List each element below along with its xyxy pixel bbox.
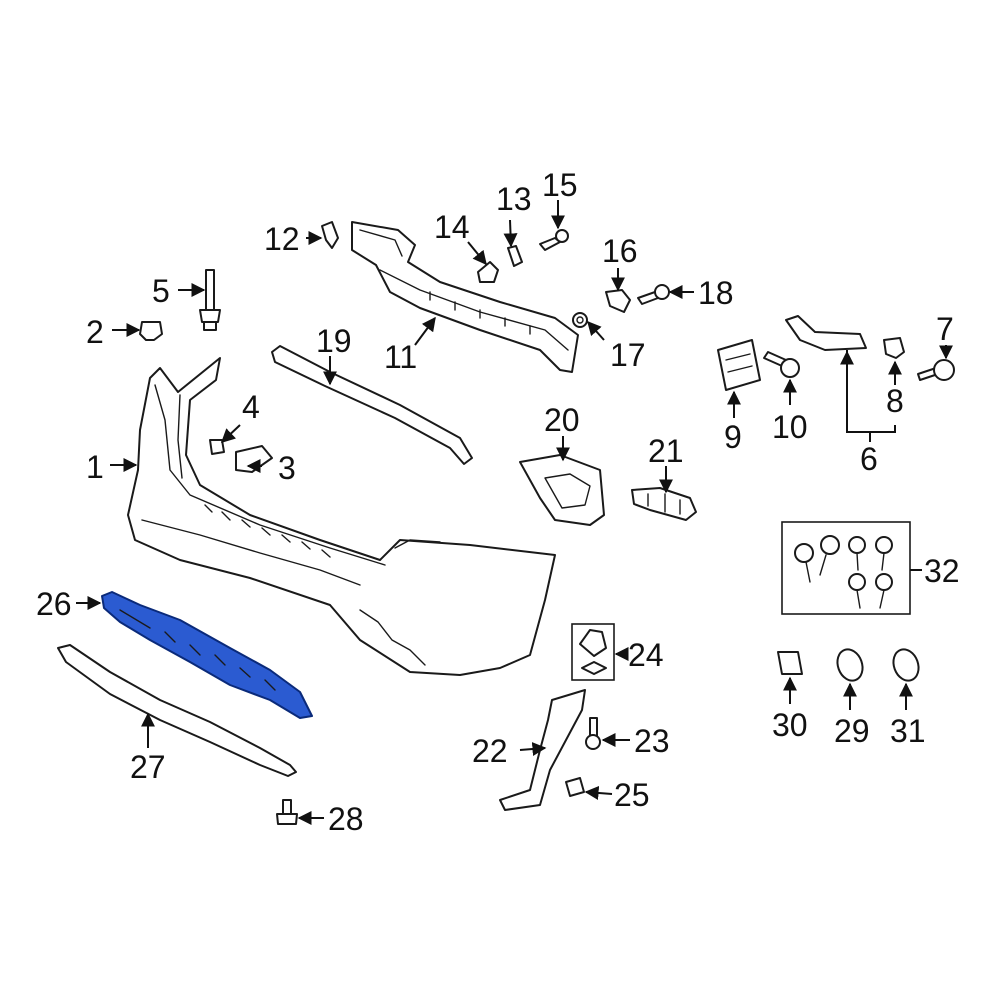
- reinforcement-beam-part[interactable]: [351, 221, 579, 373]
- bracket-part-13[interactable]: [507, 245, 523, 267]
- callout-1[interactable]: 1: [86, 449, 104, 485]
- callout-26[interactable]: 26: [36, 586, 72, 622]
- stud-part-5[interactable]: [199, 269, 221, 331]
- callout-17[interactable]: 17: [610, 337, 646, 373]
- lower-absorber-part-highlighted[interactable]: [101, 591, 313, 719]
- clip-part-2[interactable]: [139, 321, 163, 341]
- clip-part-16[interactable]: [605, 289, 631, 313]
- callout-11[interactable]: 11: [384, 339, 417, 375]
- callout-23[interactable]: 23: [634, 723, 670, 759]
- callout-16[interactable]: 16: [602, 233, 638, 269]
- callout-29[interactable]: 29: [834, 713, 870, 749]
- screw-part-28[interactable]: [276, 799, 298, 825]
- clip-part-12[interactable]: [321, 221, 339, 249]
- screw-part-7[interactable]: [917, 359, 955, 381]
- bolt-part-10[interactable]: [763, 351, 800, 378]
- callout-21[interactable]: 21: [648, 433, 684, 469]
- callout-12[interactable]: 12: [264, 221, 300, 257]
- plug-part-29[interactable]: [833, 646, 866, 684]
- retainer-part-8[interactable]: [883, 337, 905, 359]
- callout-25[interactable]: 25: [614, 777, 650, 813]
- clip-part-30[interactable]: [777, 651, 803, 675]
- bolt-part-15[interactable]: [539, 229, 569, 251]
- bracket-part-21[interactable]: [631, 487, 697, 521]
- callout-6[interactable]: 6: [860, 441, 878, 477]
- lower-molding-strip-part[interactable]: [57, 644, 297, 777]
- callout-10[interactable]: 10: [772, 409, 808, 445]
- bracket-part-6[interactable]: [785, 315, 867, 351]
- upper-rail-part[interactable]: [271, 345, 473, 465]
- bracket-part-9[interactable]: [717, 339, 761, 391]
- callout-19[interactable]: 19: [316, 323, 352, 359]
- nut-part-17[interactable]: [572, 312, 588, 328]
- pad-part-24[interactable]: [571, 623, 615, 681]
- callout-30[interactable]: 30: [772, 707, 808, 743]
- callout-24[interactable]: 24: [628, 637, 664, 673]
- callout-7[interactable]: 7: [936, 311, 954, 347]
- callout-9[interactable]: 9: [724, 419, 742, 455]
- hardware-kit-part-32[interactable]: [781, 521, 911, 615]
- callout-15[interactable]: 15: [542, 167, 578, 203]
- callout-31[interactable]: 31: [890, 713, 926, 749]
- bumper-cover-part[interactable]: [127, 357, 556, 676]
- bracket-part-3[interactable]: [235, 445, 273, 473]
- callout-20[interactable]: 20: [544, 402, 580, 438]
- callout-14[interactable]: 14: [434, 209, 470, 245]
- bolt-part-23[interactable]: [585, 717, 601, 750]
- bracket-part-14[interactable]: [477, 261, 499, 283]
- nut-part-25[interactable]: [565, 777, 585, 797]
- callout-8[interactable]: 8: [886, 383, 904, 419]
- callout-labels: 1 2 3 4 5 6 7 8 9 10 11 12 13 14 15 16 1…: [36, 167, 960, 837]
- callout-2[interactable]: 2: [86, 314, 104, 350]
- callout-22[interactable]: 22: [472, 733, 508, 769]
- leader-lines: [76, 200, 953, 825]
- callout-18[interactable]: 18: [698, 275, 734, 311]
- callout-27[interactable]: 27: [130, 749, 166, 785]
- callout-5[interactable]: 5: [152, 273, 170, 309]
- callout-32[interactable]: 32: [924, 553, 960, 589]
- callout-4[interactable]: 4: [242, 389, 260, 425]
- clip-part-4[interactable]: [209, 439, 225, 455]
- bolt-part-18[interactable]: [637, 284, 670, 305]
- bracket-part-20[interactable]: [519, 454, 605, 526]
- callout-28[interactable]: 28: [328, 801, 364, 837]
- callout-13[interactable]: 13: [496, 181, 532, 217]
- plug-part-31[interactable]: [889, 646, 922, 684]
- callout-3[interactable]: 3: [278, 450, 296, 486]
